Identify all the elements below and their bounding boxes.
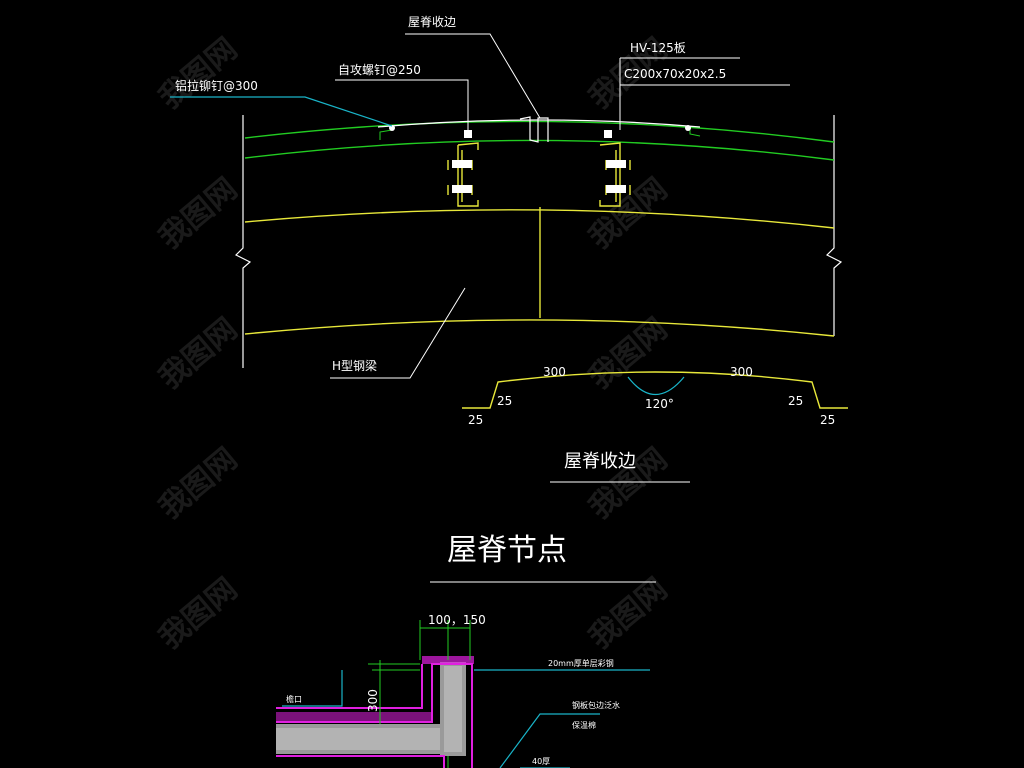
roof-panel-top xyxy=(244,120,835,143)
h-beam-bottom xyxy=(244,319,835,337)
dim-left-bottom: 25 xyxy=(468,413,483,427)
membrane-band xyxy=(276,712,432,722)
dim-right-lip: 25 xyxy=(788,394,803,408)
roof-panel-rib xyxy=(379,128,701,140)
concrete-parapet-texture xyxy=(444,666,462,752)
label-ridge-flashing: 屋脊收边 xyxy=(408,15,456,29)
bolt-icon xyxy=(452,160,462,168)
dim-parapet-width: 100，150 xyxy=(428,613,486,627)
label-hv125: HV-125板 xyxy=(630,41,686,55)
roof-panel-bottom xyxy=(244,139,835,161)
watermark-layer: 我图网 我图网 我图网 我图网 我图网 我图网 我图网 我图网 我图网 我图网 xyxy=(153,31,674,656)
ridge-detail: 屋脊收边 HV-125板 C200x70x20x2.5 铝拉铆钉@300 自攻螺… xyxy=(170,15,843,379)
angle-label: 120° xyxy=(645,397,674,411)
label-h-beam: H型钢梁 xyxy=(332,358,377,373)
left-purlin xyxy=(457,142,479,207)
left-break-line xyxy=(234,115,252,368)
bolt-icon xyxy=(606,160,616,168)
label-screw: 自攻螺钉@250 xyxy=(338,63,421,77)
watermark: 我图网 xyxy=(153,571,244,656)
leader-purlin xyxy=(619,62,790,86)
watermark: 我图网 xyxy=(153,311,244,396)
watermark: 我图网 xyxy=(153,441,244,526)
ridge-cap xyxy=(519,116,549,143)
lower-label-a: 20mm厚单层彩钢 xyxy=(548,658,614,668)
watermark: 我图网 xyxy=(153,171,244,256)
flashing-profile-line xyxy=(462,371,848,409)
flashing-profile: 120° 300 300 25 25 25 25 屋脊收边 xyxy=(462,365,848,483)
dim-left-top: 300 xyxy=(543,365,566,379)
right-bolts xyxy=(604,130,626,193)
leader-right-b xyxy=(499,713,600,768)
rivet-icon xyxy=(389,125,395,131)
parapet-detail: 100，150 300 20mm厚单层彩钢 钢板包边泛水 保温棉 檐口 40厚 xyxy=(276,613,650,768)
leader-flashing xyxy=(405,33,541,119)
right-purlin xyxy=(599,142,621,207)
bolt-icon xyxy=(462,185,472,193)
concrete-slab-texture xyxy=(276,728,444,750)
ridge-flashing xyxy=(377,119,701,128)
bolt-icon xyxy=(604,130,612,138)
leader-left xyxy=(282,670,343,707)
leader-h-beam xyxy=(330,287,466,379)
left-purlin-flange xyxy=(447,160,473,195)
dim-left-lip: 25 xyxy=(497,394,512,408)
bolt-icon xyxy=(616,160,626,168)
dim-parapet-height: 300 xyxy=(366,689,380,712)
watermark: 我图网 xyxy=(583,571,674,656)
lower-label-b: 钢板包边泛水 xyxy=(572,700,620,710)
angle-arc xyxy=(627,376,685,395)
section-title: 屋脊节点 xyxy=(447,533,567,568)
watermark: 我图网 xyxy=(153,31,244,116)
dim-right-top: 300 xyxy=(730,365,753,379)
bolt-icon xyxy=(464,130,472,138)
rivet-icon xyxy=(685,125,691,131)
bolt-icon xyxy=(616,185,626,193)
lower-label-c: 保温棉 xyxy=(572,720,596,730)
right-break-line xyxy=(825,115,843,336)
label-purlin: C200x70x20x2.5 xyxy=(624,67,726,81)
bolt-icon xyxy=(606,185,616,193)
detail-caption: 屋脊收边 xyxy=(564,451,636,472)
leader-rivet xyxy=(170,96,393,127)
bolt-icon xyxy=(452,185,462,193)
lower-label-d: 檐口 xyxy=(286,694,302,704)
left-bolts xyxy=(452,130,472,193)
lower-label-e: 40厚 xyxy=(532,757,550,766)
leader-screw xyxy=(335,79,469,130)
parapet-dimensions xyxy=(368,620,471,768)
bolt-icon xyxy=(462,160,472,168)
watermark: 我图网 xyxy=(583,311,674,396)
dim-right-bottom: 25 xyxy=(820,413,835,427)
label-rivet: 铝拉铆钉@300 xyxy=(175,78,258,93)
